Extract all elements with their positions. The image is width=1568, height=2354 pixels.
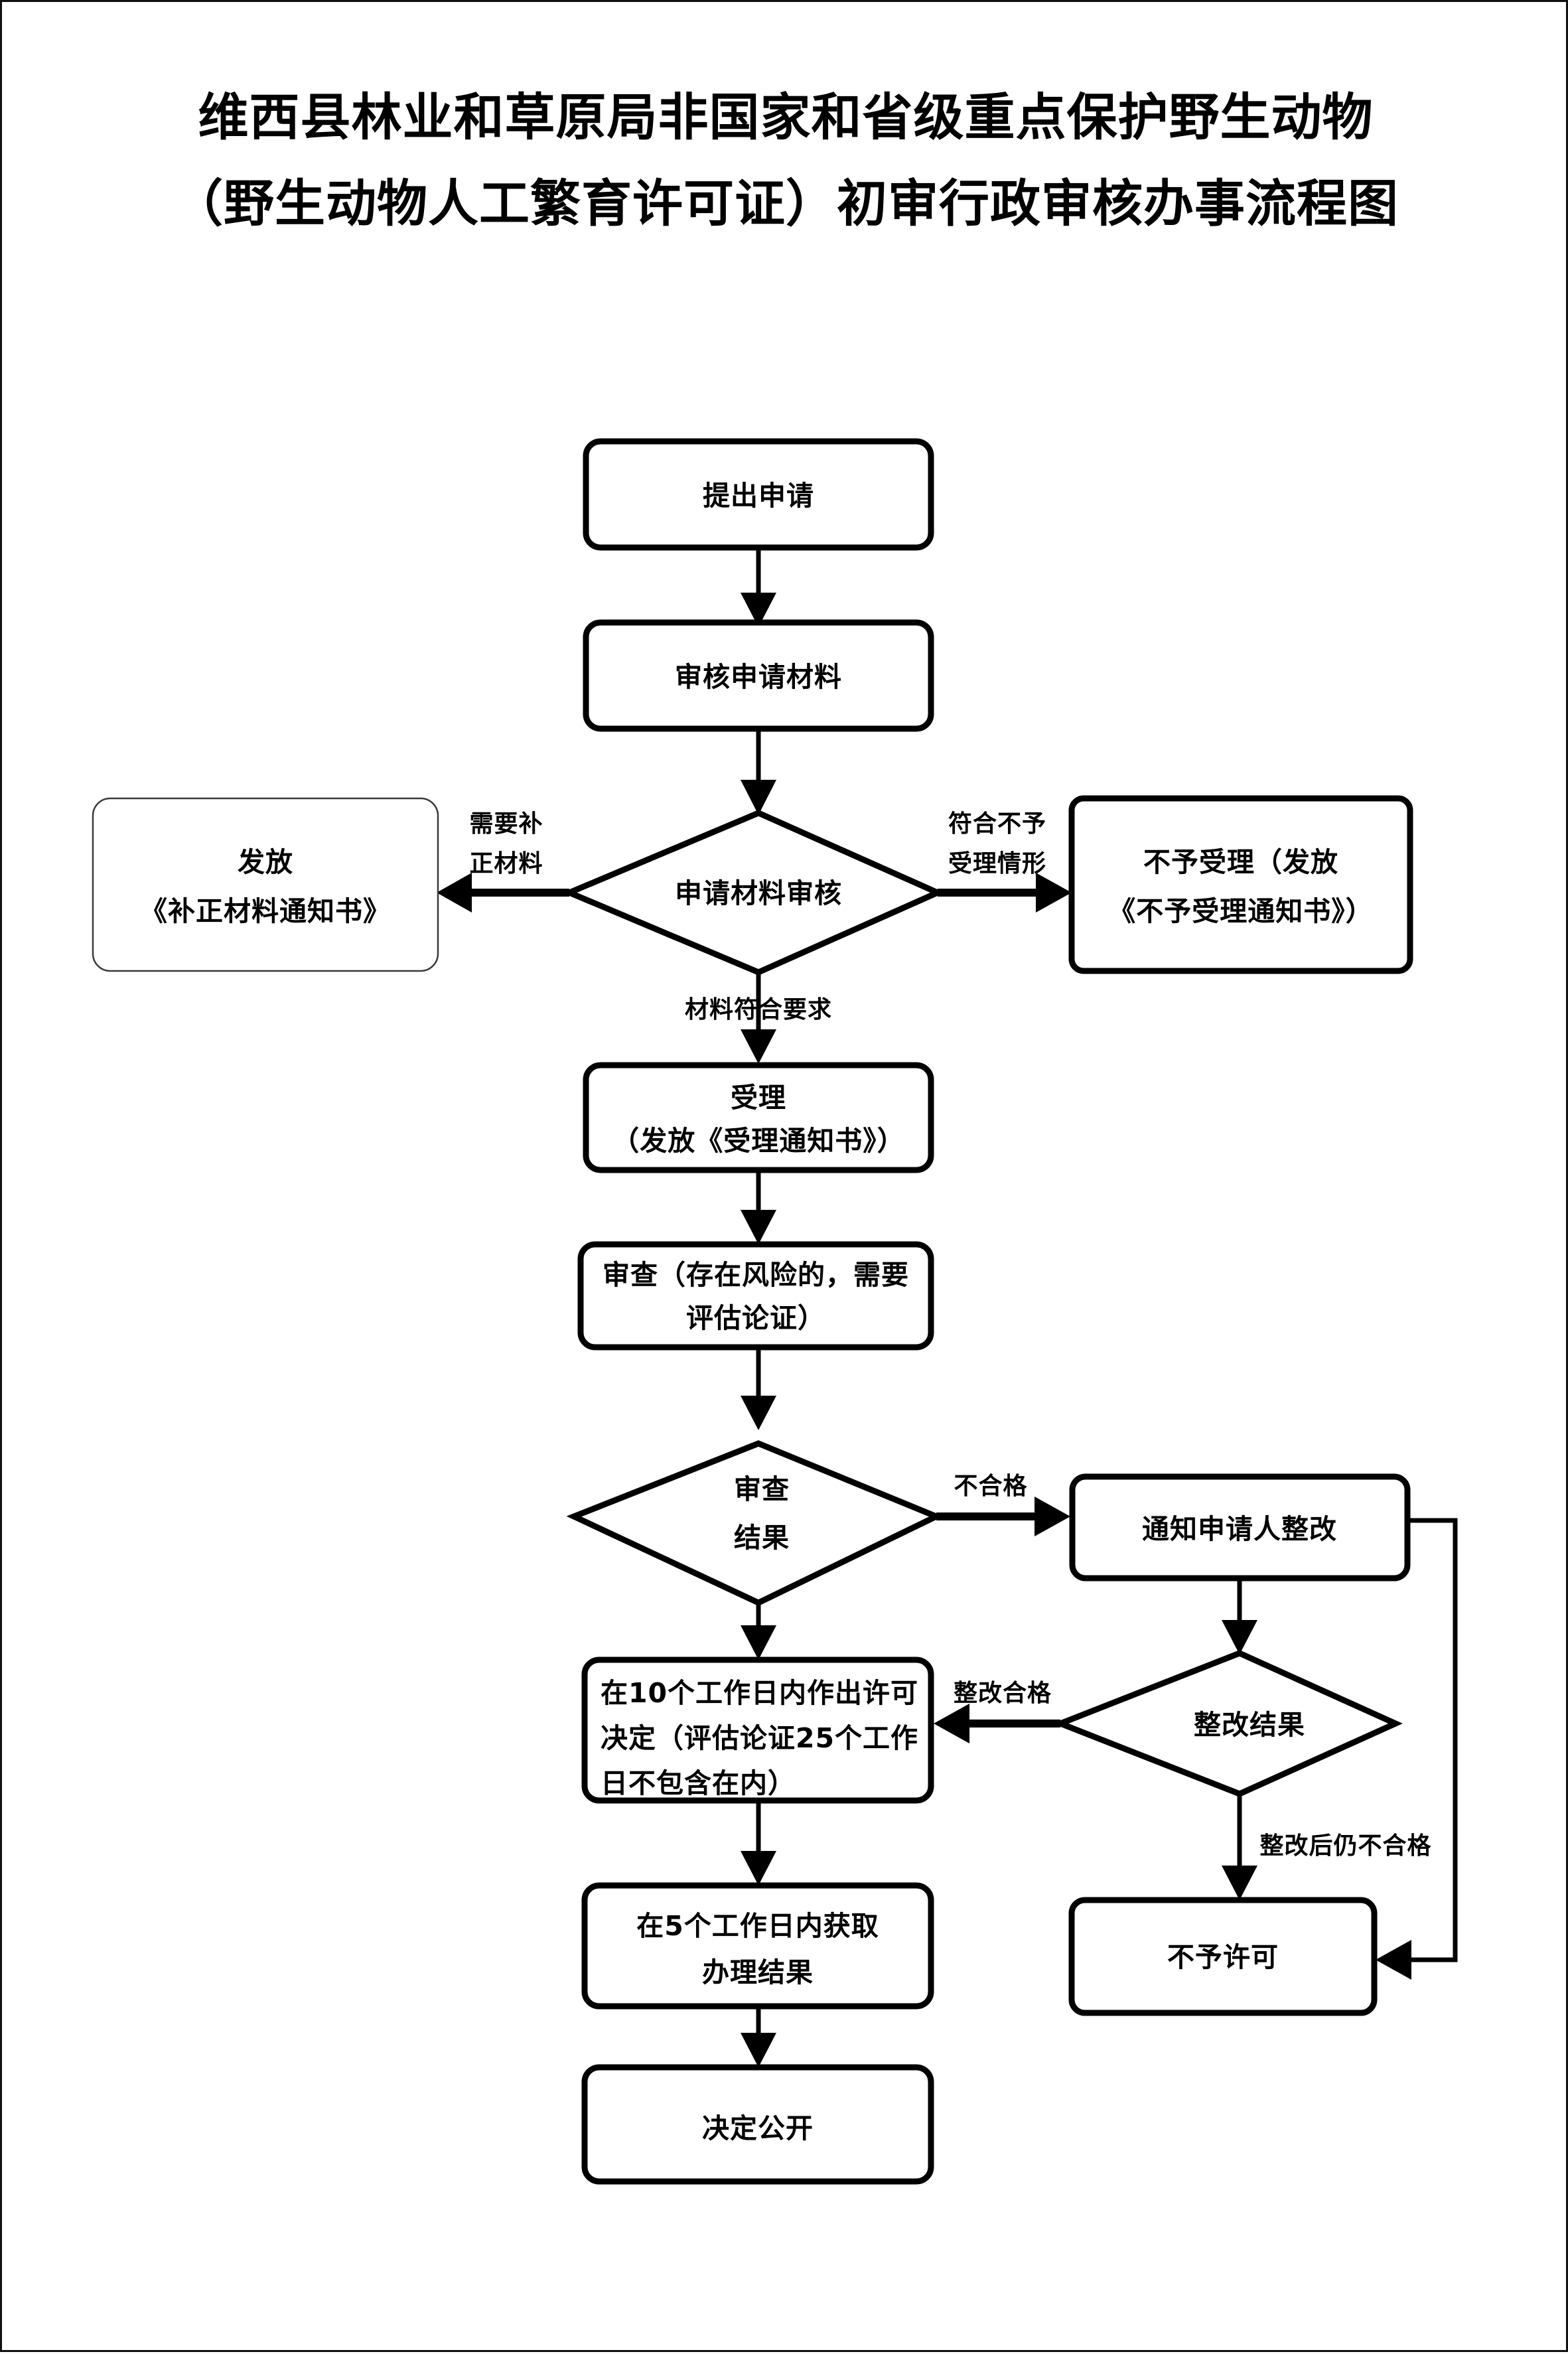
edge-review-to-decision	[741, 729, 776, 815]
edge-decision-to-reject	[938, 873, 1072, 913]
node-accept-case[interactable]: 受理 （发放《受理通知书》）	[583, 1062, 934, 1173]
node-exam-result-decision-line2: 结果	[734, 1522, 790, 1554]
node-issue-correction-notice[interactable]: 发放 《补正材料通知书》	[92, 797, 439, 972]
node-issue-correction-notice-line2: 《补正材料通知书》	[140, 895, 391, 927]
edge-result-to-permit-decision	[741, 1603, 776, 1660]
edge-obtain-result-to-decision-public	[741, 2006, 776, 2067]
edge-result-to-notify-rectify	[936, 1497, 1070, 1536]
node-obtain-result-line1: 在5个工作日内获取	[636, 1910, 879, 1942]
node-exam-result-decision[interactable]: 审查 结果	[566, 1440, 944, 1606]
edge-permit-to-obtain-result	[741, 1802, 776, 1885]
node-examination-line1: 审查（存在风险的，需要	[603, 1259, 909, 1291]
page-title-line2: （野生动物人工繁育许可证）初审行政审核办事流程图	[173, 174, 1399, 233]
node-decision-public[interactable]: 决定公开	[581, 2064, 934, 2185]
edge-accept-to-examination	[741, 1170, 776, 1244]
node-submit-application-label: 提出申请	[703, 480, 814, 512]
edge-submit-to-review	[741, 548, 776, 627]
node-no-permit-label: 不予许可	[1167, 1941, 1279, 1973]
node-review-materials-label: 审核申请材料	[675, 661, 842, 693]
edge-label-matches-reject-line2: 受理情形	[948, 850, 1046, 877]
edge-rectify-result-to-no-permit	[1222, 1794, 1257, 1900]
edge-decision-to-correction-notice	[437, 873, 569, 913]
node-notify-rectify-label: 通知申请人整改	[1142, 1513, 1337, 1545]
page-title-line1: 维西县林业和草原局非国家和省级重点保护野生动物	[198, 88, 1374, 147]
edge-rectify-result-to-permit	[934, 1704, 1060, 1743]
node-examination[interactable]: 审查（存在风险的，需要 评估论证）	[577, 1241, 934, 1351]
edge-label-matches-reject-line1: 符合不予	[948, 810, 1046, 838]
node-rectify-result-decision[interactable]: 整改结果	[1052, 1650, 1403, 1797]
node-obtain-result-5days[interactable]: 在5个工作日内获取 办理结果	[581, 1882, 934, 2010]
node-submit-application[interactable]: 提出申请	[583, 438, 934, 551]
edge-label-materials-ok: 材料符合要求	[685, 996, 832, 1023]
node-accept-case-line2: （发放《受理通知书》）	[612, 1125, 905, 1157]
edge-notify-to-rectify-result	[1222, 1578, 1257, 1655]
node-decision-public-label: 决定公开	[702, 2112, 814, 2144]
node-material-decision[interactable]: 申请材料审核	[561, 810, 946, 976]
node-reject-acceptance-line2: 《不予受理通知书》）	[1108, 895, 1374, 927]
node-notify-rectify[interactable]: 通知申请人整改	[1069, 1473, 1411, 1582]
node-examination-line2: 评估论证）	[686, 1302, 825, 1334]
edge-label-need-correction-line1: 需要补	[469, 810, 543, 838]
node-accept-case-line1: 受理	[731, 1082, 786, 1114]
node-permit-decision-line2: 决定（评估论证25个工作	[601, 1722, 918, 1754]
node-material-decision-label: 申请材料审核	[675, 877, 842, 909]
node-permit-decision-line1: 在10个工作日内作出许可	[601, 1677, 918, 1709]
node-issue-correction-notice-line1: 发放	[238, 846, 293, 878]
edge-decision-to-accept	[741, 972, 776, 1064]
edge-examination-to-result	[741, 1346, 776, 1430]
node-reject-acceptance[interactable]: 不予受理（发放 《不予受理通知书》）	[1068, 795, 1413, 974]
edge-label-still-unqualified: 整改后仍不合格	[1259, 1832, 1431, 1860]
node-permit-decision-10days[interactable]: 在10个工作日内作出许可 决定（评估论证25个工作 日不包含在内）	[581, 1656, 934, 1804]
node-exam-result-decision-line1: 审查	[734, 1473, 790, 1505]
edge-notify-loop-to-no-permit	[1376, 1518, 1458, 1980]
edge-label-need-correction-line2: 正材料	[469, 850, 543, 877]
node-review-materials[interactable]: 审核申请材料	[583, 619, 934, 732]
edge-label-unqualified: 不合格	[954, 1473, 1027, 1500]
node-reject-acceptance-line1: 不予受理（发放	[1143, 846, 1338, 878]
node-no-permit[interactable]: 不予许可	[1068, 1897, 1378, 2016]
edge-label-rectify-qualified: 整改合格	[954, 1680, 1052, 1707]
node-permit-decision-line3: 日不包含在内）	[601, 1767, 796, 1799]
node-rectify-result-decision-label: 整改结果	[1194, 1709, 1305, 1741]
node-obtain-result-line2: 办理结果	[702, 1956, 814, 1988]
